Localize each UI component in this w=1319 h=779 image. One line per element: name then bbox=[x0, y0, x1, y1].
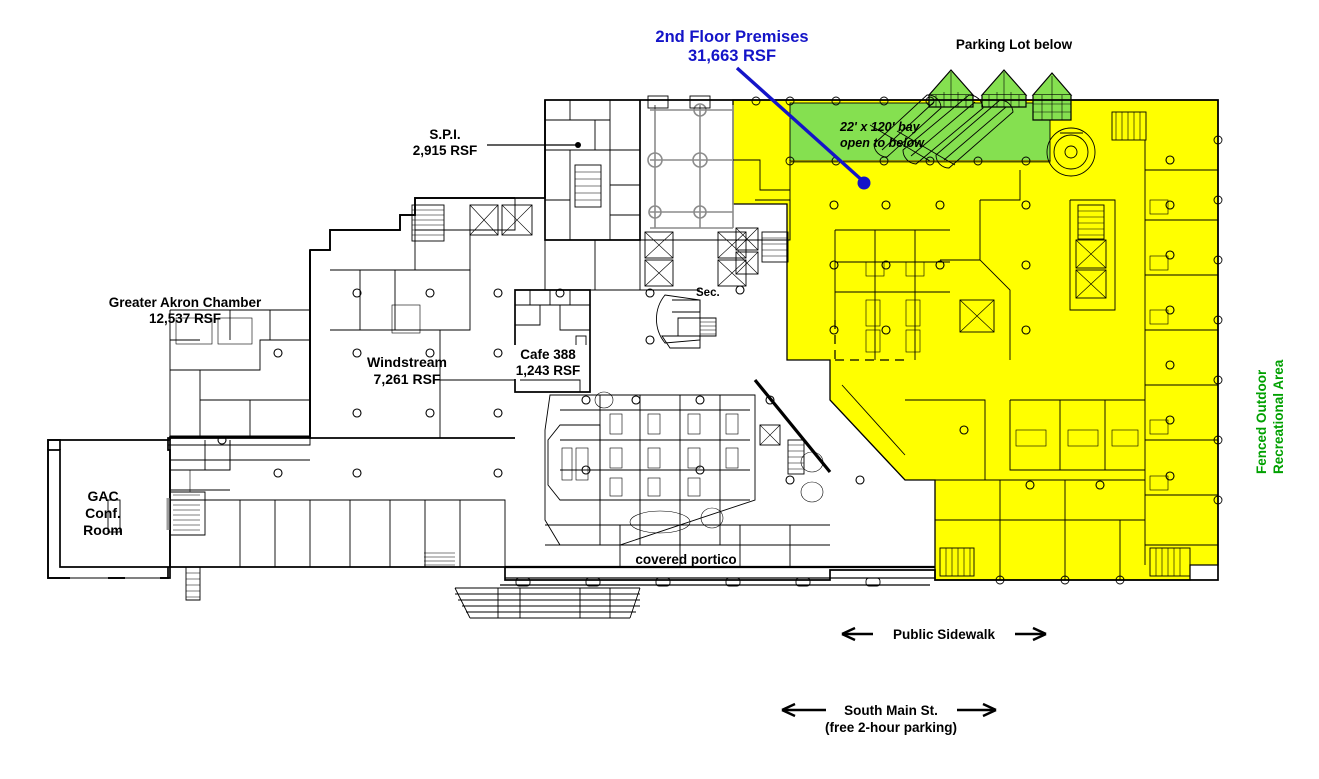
cafe-label-backdrop bbox=[507, 345, 589, 379]
fenced-outdoor-label: Fenced Outdoor Recreational Area bbox=[1254, 359, 1286, 474]
bay-label: 22' x 120' bay open to below bbox=[839, 120, 925, 150]
rotunda-feature bbox=[1046, 127, 1096, 177]
tenant-label-spi: S.P.I. 2,915 RSF bbox=[413, 127, 581, 158]
covered-portico bbox=[454, 565, 935, 619]
south-main-line1: South Main St. bbox=[844, 703, 938, 718]
chamber-area: 12,537 RSF bbox=[149, 311, 221, 326]
public-sidewalk-label: Public Sidewalk bbox=[893, 627, 996, 642]
premises-callout-line1: 2nd Floor Premises bbox=[655, 28, 808, 46]
covered-portico-label: covered portico bbox=[635, 552, 736, 567]
chamber-name: Greater Akron Chamber bbox=[109, 295, 262, 310]
public-sidewalk-annotation: Public Sidewalk bbox=[841, 626, 1047, 642]
premises-interior bbox=[733, 111, 1218, 580]
tenant-label-windstream: Windstream 7,261 RSF bbox=[367, 354, 447, 387]
cafe-area: 1,243 RSF bbox=[516, 363, 581, 378]
tenant-label-greater-akron-chamber: Greater Akron Chamber 12,537 RSF bbox=[109, 295, 262, 326]
premises-leader-line bbox=[735, 66, 866, 184]
spi-name: S.P.I. bbox=[429, 127, 460, 142]
spi-leader-dot bbox=[575, 142, 581, 148]
atrium-skylight-grid bbox=[647, 95, 734, 229]
room-label-gac-conf-room: GAC Conf. Room bbox=[83, 488, 123, 538]
bay-label-line2: open to below bbox=[840, 136, 925, 150]
elevator-bank-center bbox=[644, 231, 747, 287]
security-label: Sec. bbox=[696, 287, 720, 299]
premises-leader-dot bbox=[857, 176, 871, 190]
windstream-block bbox=[309, 197, 516, 439]
premises-yellow-region bbox=[732, 99, 1219, 581]
escalator-pair bbox=[869, 94, 1014, 169]
premises-callout-line2: 31,663 RSF bbox=[688, 47, 776, 65]
windstream-area: 7,261 RSF bbox=[374, 371, 441, 387]
north-core bbox=[544, 100, 733, 291]
tenant-label-cafe-388: Cafe 388 1,243 RSF bbox=[507, 345, 589, 379]
cafe-name: Cafe 388 bbox=[520, 347, 576, 362]
south-rooms-west bbox=[169, 499, 506, 601]
windstream-name: Windstream bbox=[367, 354, 447, 370]
gac-line1: GAC bbox=[87, 488, 118, 504]
open-to-below-bay-region bbox=[789, 102, 1051, 163]
spi-area: 2,915 RSF bbox=[413, 143, 478, 158]
fenced-line2: Recreational Area bbox=[1271, 359, 1286, 474]
bay-label-line1: 22' x 120' bay bbox=[839, 120, 921, 134]
premises-callout: 2nd Floor Premises 31,663 RSF bbox=[655, 28, 871, 190]
fenced-line1: Fenced Outdoor bbox=[1254, 369, 1269, 474]
stair-core-west bbox=[411, 204, 533, 242]
structural-columns bbox=[217, 155, 1175, 490]
gac-line3: Room bbox=[83, 522, 123, 538]
gac-line2: Conf. bbox=[85, 505, 121, 521]
south-main-line2: (free 2-hour parking) bbox=[825, 720, 957, 735]
south-main-street-annotation: South Main St. (free 2-hour parking) bbox=[781, 702, 997, 735]
security-desk bbox=[656, 294, 717, 349]
south-rooms-center bbox=[545, 524, 830, 567]
parking-lot-label: Parking Lot below bbox=[956, 37, 1073, 52]
